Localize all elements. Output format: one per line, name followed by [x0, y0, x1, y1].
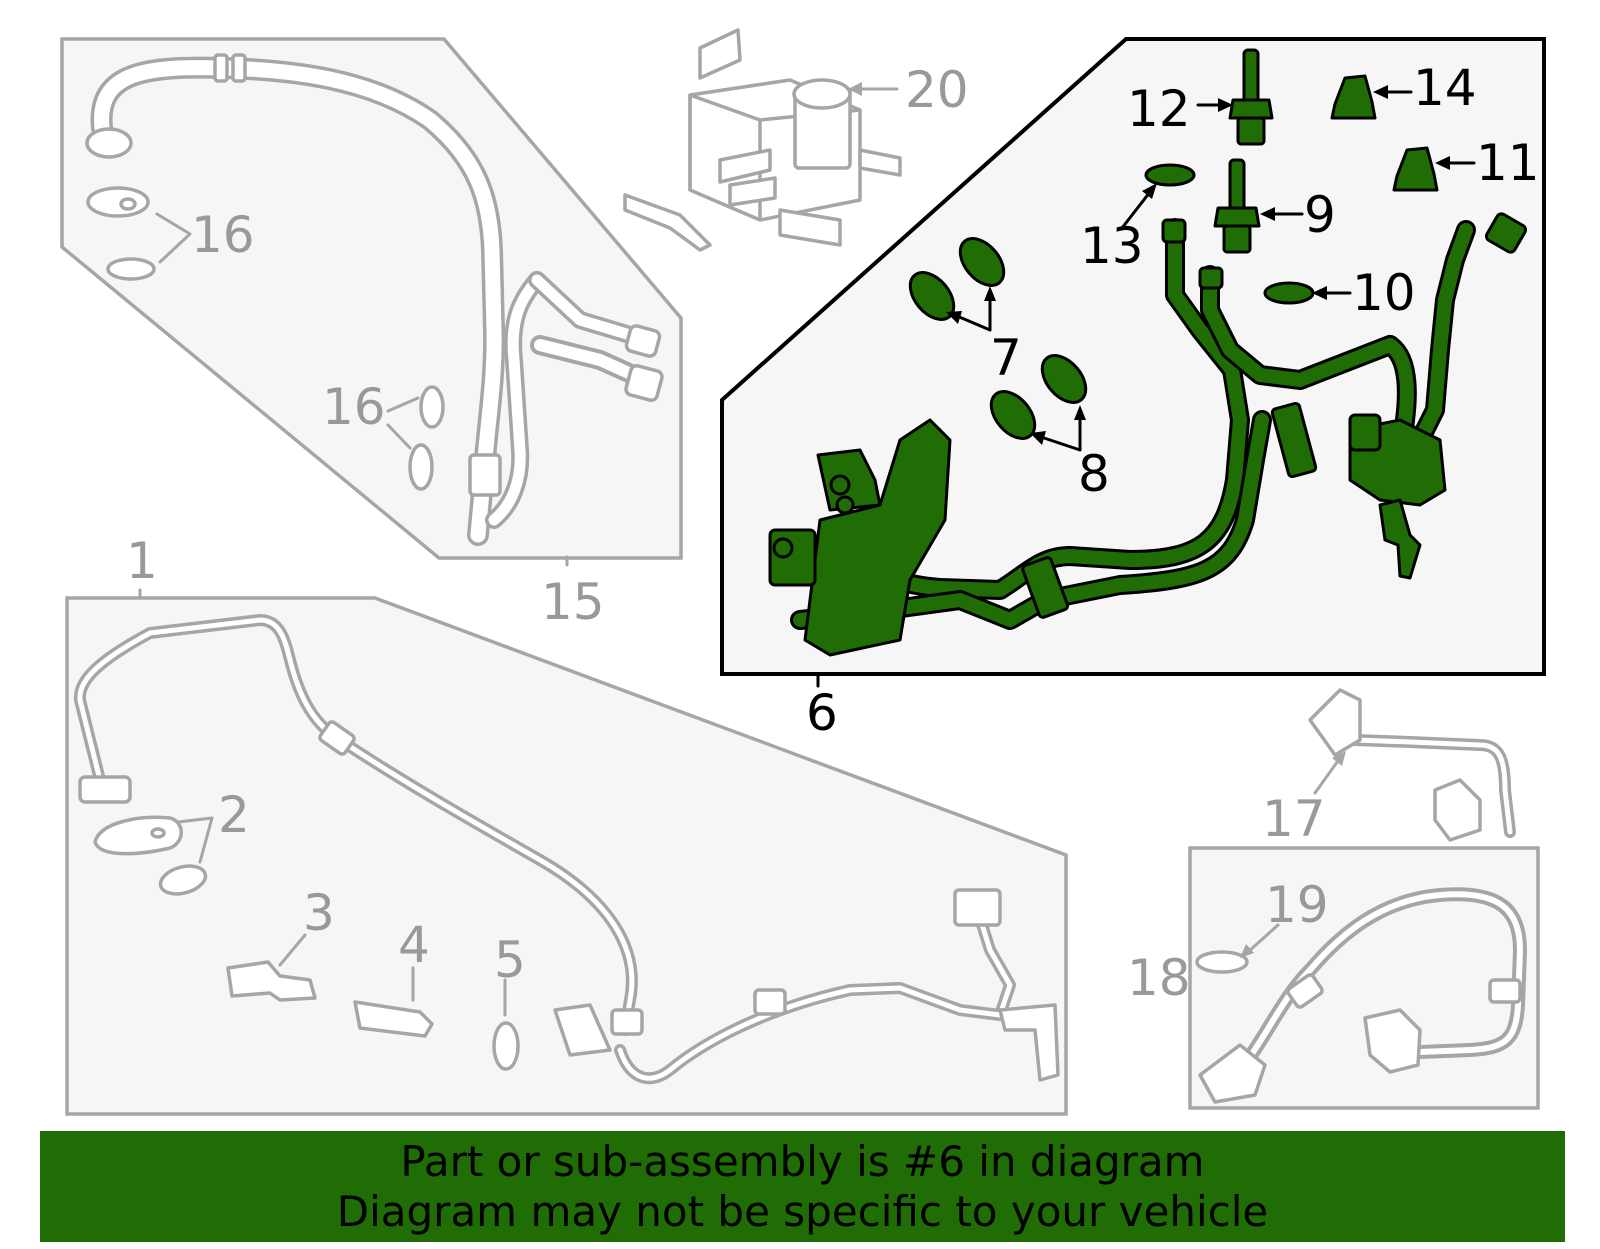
callout-19: 19: [1265, 876, 1329, 934]
footer-line-part-number: Part or sub-assembly is #6 in diagram: [400, 1136, 1205, 1186]
callout-18: 18: [1127, 949, 1191, 1007]
part-17-tube: [1308, 688, 1516, 842]
panel-1-line-assembly: [65, 588, 1068, 1116]
panel-15-hose-assembly: [60, 37, 683, 567]
part-20-valve-module: [623, 28, 902, 252]
part-11-nut: [1392, 146, 1439, 192]
callout-16-lower: 16: [322, 378, 386, 436]
footer-banner: [40, 1131, 1565, 1242]
callout-9: 9: [1304, 186, 1336, 244]
callout-12: 12: [1127, 80, 1191, 138]
callout-8: 8: [1078, 445, 1110, 503]
callout-4: 4: [398, 916, 430, 974]
callout-20: 20: [905, 61, 969, 119]
callout-10: 10: [1352, 264, 1416, 322]
callout-3: 3: [303, 884, 335, 942]
callout-13: 13: [1080, 217, 1144, 275]
panel-6-highlighted-assembly: [720, 37, 1546, 688]
part-6-ac-line-assembly: [768, 212, 1528, 657]
callout-1: 1: [126, 532, 158, 590]
part-9-stud-bolt: [1213, 158, 1261, 254]
part-13-o-ring: [1144, 163, 1196, 187]
footer-notice: Part or sub-assembly is #6 in diagram Di…: [40, 1131, 1565, 1242]
callout-2: 2: [218, 786, 250, 844]
part-8-o-ring-b: [989, 390, 1037, 440]
callout-11: 11: [1476, 134, 1540, 192]
callout-16-upper: 16: [191, 206, 255, 264]
callout-15: 15: [541, 573, 605, 631]
callout-6: 6: [806, 684, 838, 742]
callout-14: 14: [1413, 59, 1477, 117]
callout-17: 17: [1262, 790, 1326, 848]
part-8-o-ring-a: [1040, 354, 1088, 404]
part-7-o-ring-b: [958, 237, 1006, 287]
callout-7: 7: [990, 329, 1022, 387]
callout-5: 5: [494, 931, 526, 989]
panel-18-hose-assembly: [1188, 846, 1540, 1110]
footer-line-disclaimer: Diagram may not be specific to your vehi…: [336, 1186, 1269, 1236]
part-12-stud-bolt: [1228, 48, 1274, 146]
part-7-o-ring-a: [908, 271, 956, 321]
part-10-o-ring: [1263, 281, 1315, 305]
part-14-nut: [1330, 74, 1377, 120]
